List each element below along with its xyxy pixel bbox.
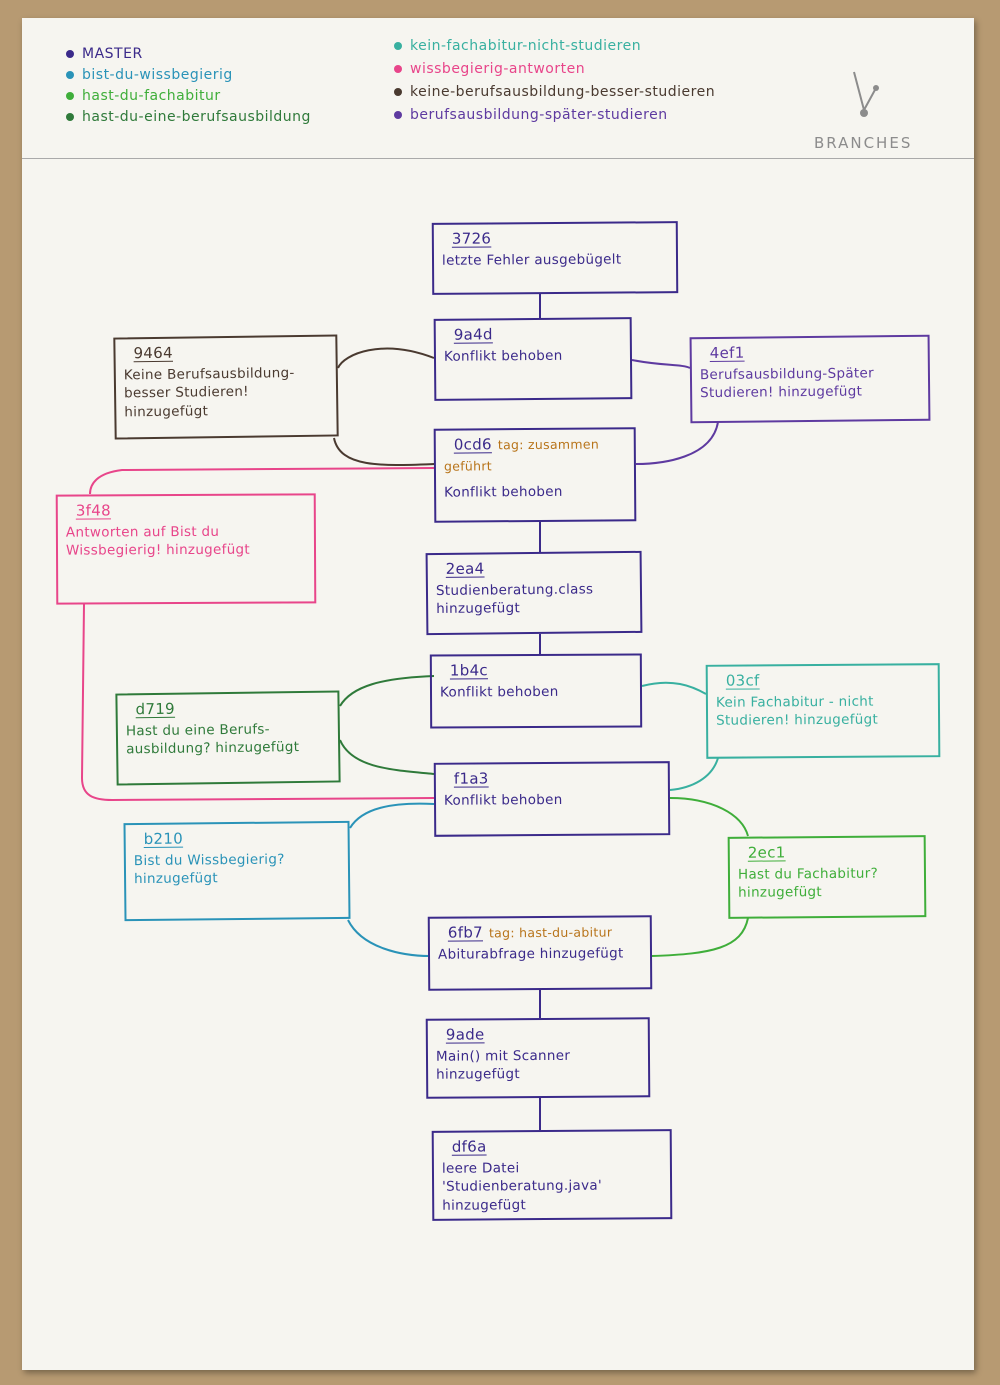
commit-hash: f1a3 [453, 769, 489, 788]
legend-item-kein-fachabitur-nicht-studieren: kein-fachabitur-nicht-studieren [394, 38, 641, 54]
commit-message: Hast du Fachabitur? hinzugefügt [737, 865, 879, 902]
legend-label: hast-du-eine-berufsausbildung [82, 109, 311, 125]
commit-message: Konflikt behoben [443, 347, 563, 366]
commit-tag: tag: hast-du-abitur [488, 924, 613, 941]
commit-message: Bist du Wissbegierig? hinzugefügt [133, 851, 285, 888]
commit-hash: 1b4c [449, 661, 489, 680]
legend-dot [394, 42, 402, 50]
header-divider [22, 158, 974, 159]
legend-dot [394, 88, 402, 96]
commit-message: Konflikt behoben [444, 484, 563, 502]
edge-f1a3-2ec1 [669, 797, 749, 837]
commit-edges [80, 294, 749, 1130]
commit-hash: 9a4d [453, 325, 493, 344]
edge-1b4c-03cf [641, 681, 707, 695]
branches-icon [853, 71, 879, 117]
legend-label: wissbegierig-antworten [410, 61, 586, 77]
legend-item-bist-du-wissbegierig: bist-du-wissbegierig [66, 67, 233, 83]
commit-d719[interactable]: d719 Hast du eine Berufs-ausbildung? hin… [115, 690, 341, 786]
edge-9464-0cd6 [333, 437, 435, 466]
edge-4ef1-0cd6 [635, 421, 719, 465]
commit-message: Kein Fachabitur - nicht Studieren! hinzu… [715, 693, 879, 730]
commit-4ef1[interactable]: 4ef1 Berufsausbildung-Später Studieren! … [689, 334, 931, 424]
commit-b210[interactable]: b210 Bist du Wissbegierig? hinzugefügt [123, 820, 351, 922]
commit-message: Abiturabfrage hinzugefügt [437, 945, 624, 963]
edge-1b4c-d719 [339, 675, 435, 707]
edge-f1a3-b210 [349, 802, 435, 829]
edge-d719-f1a3 [339, 739, 435, 775]
edge-2ec1-6fb7 [651, 917, 749, 957]
commit-hash: 4ef1 [709, 343, 745, 363]
commit-message: Antworten auf Bist du Wissbegierig! hinz… [65, 524, 251, 560]
commit-3f48[interactable]: 3f48 Antworten auf Bist du Wissbegierig!… [55, 493, 317, 605]
paper-sheet: MASTER bist-du-wissbegierig hast-du-fach… [22, 18, 974, 1370]
commit-9a4d[interactable]: 9a4d Konflikt behoben [433, 317, 633, 401]
legend-label: kein-fachabitur-nicht-studieren [410, 38, 642, 54]
legend-label: berufsausbildung-später-studieren [410, 107, 668, 123]
commit-1b4c[interactable]: 1b4c Konflikt behoben [429, 653, 643, 729]
legend-item-hast-du-fachabitur: hast-du-fachabitur [66, 88, 221, 104]
commit-message: Konflikt behoben [443, 792, 563, 810]
commit-hash: b210 [143, 829, 184, 848]
commit-3726[interactable]: 3726 letzte Fehler ausgebügelt [431, 221, 679, 295]
commit-2ec1[interactable]: 2ec1 Hast du Fachabitur? hinzugefügt [727, 835, 927, 919]
legend-label: keine-berufsausbildung-besser-studieren [410, 84, 716, 100]
legend-item-wissbegierig-antworten: wissbegierig-antworten [394, 61, 585, 77]
commit-message: Hast du eine Berufs-ausbildung? hinzugef… [125, 721, 300, 758]
legend-item-master: MASTER [66, 46, 143, 62]
legend-dot [66, 113, 74, 121]
commit-9ade[interactable]: 9ade Main() mit Scanner hinzugefügt [425, 1017, 651, 1099]
commit-message: Konflikt behoben [439, 684, 559, 701]
commit-hash: 03cf [725, 671, 760, 690]
commit-hash: 2ea4 [445, 559, 485, 578]
commit-message: Berufsausbildung-Später Studieren! hinzu… [699, 365, 875, 402]
commit-9464[interactable]: 9464 Keine Berufsausbildung-besser Studi… [113, 334, 339, 440]
legend-dot [394, 65, 402, 73]
commit-hash: 3f48 [75, 501, 111, 520]
edge-9a4d-9464 [337, 347, 435, 369]
commit-hash: d719 [135, 699, 176, 719]
commit-2ea4[interactable]: 2ea4 Studienberatung.class hinzugefügt [425, 550, 643, 636]
edge-9a4d-4ef1 [631, 359, 691, 369]
legend-item-berufsausbildung-spaeter-studieren: berufsausbildung-später-studieren [394, 107, 668, 123]
commit-f1a3[interactable]: f1a3 Konflikt behoben [433, 761, 671, 837]
legend-label: hast-du-fachabitur [82, 88, 221, 104]
legend-dot [66, 92, 74, 100]
commit-message: Studienberatung.class hinzugefügt [435, 581, 594, 618]
legend-dot [66, 50, 74, 58]
legend-item-keine-berufsausbildung-besser-studieren: keine-berufsausbildung-besser-studieren [394, 84, 715, 100]
edge-0cd6-3f48 [89, 467, 435, 495]
commit-hash: 9464 [133, 343, 174, 363]
commit-message: Main() mit Scanner hinzugefügt [435, 1048, 571, 1084]
commit-hash: 3726 [451, 229, 492, 248]
edge-b210-6fb7 [347, 919, 431, 957]
commit-message: letzte Fehler ausgebügelt [441, 251, 622, 270]
commit-hash: 9ade [445, 1025, 485, 1044]
commit-hash: df6a [451, 1137, 487, 1156]
commit-message: Keine Berufsausbildung-besser Studieren!… [123, 365, 295, 421]
legend-label: MASTER [82, 46, 143, 62]
legend-item-hast-du-eine-berufsausbildung: hast-du-eine-berufsausbildung [66, 109, 311, 125]
branches-label: BRANCHES [814, 134, 913, 152]
edge-3f48-f1a3 [80, 603, 435, 802]
commit-df6a[interactable]: df6a leere Datei 'Studienberatung.java' … [431, 1129, 673, 1221]
legend-dot [394, 111, 402, 119]
commit-hash: 2ec1 [747, 843, 786, 862]
commit-hash: 0cd6 [453, 435, 492, 454]
legend-label: bist-du-wissbegierig [82, 67, 233, 83]
commit-hash: 6fb7 [447, 923, 484, 942]
legend-dot [66, 71, 74, 79]
edge-03cf-f1a3 [669, 757, 719, 791]
commit-message: leere Datei 'Studienberatung.java' hinzu… [441, 1160, 603, 1214]
commit-03cf[interactable]: 03cf Kein Fachabitur - nicht Studieren! … [705, 663, 941, 759]
